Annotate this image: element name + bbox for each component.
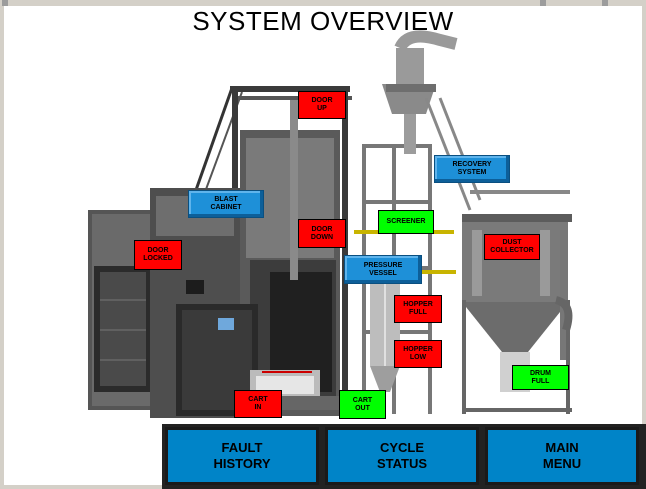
door-up-indicator: DOOR UP bbox=[298, 91, 346, 119]
fault-history-button[interactable]: FAULT HISTORY bbox=[165, 427, 319, 485]
window-top-border bbox=[0, 0, 646, 6]
door-down-indicator: DOOR DOWN bbox=[298, 219, 346, 248]
cart-in-indicator: CART IN bbox=[234, 390, 282, 418]
hopper-full-indicator: HOPPER FULL bbox=[394, 295, 442, 323]
cart-out-indicator: CART OUT bbox=[339, 390, 386, 419]
door-locked-indicator: DOOR LOCKED bbox=[134, 240, 182, 270]
main-menu-button[interactable]: MAIN MENU bbox=[485, 427, 639, 485]
screener-indicator: SCREENER bbox=[378, 210, 434, 234]
recovery-system-label[interactable]: RECOVERY SYSTEM bbox=[434, 155, 510, 183]
hopper-low-indicator: HOPPER LOW bbox=[394, 340, 442, 368]
pressure-vessel-label[interactable]: PRESSURE VESSEL bbox=[344, 255, 422, 284]
corner-mark-right bbox=[602, 0, 608, 6]
cycle-status-button[interactable]: CYCLE STATUS bbox=[325, 427, 479, 485]
blast-cabinet-label[interactable]: BLAST CABINET bbox=[188, 190, 264, 218]
page-title: SYSTEM OVERVIEW bbox=[192, 6, 454, 36]
window-left-border bbox=[0, 0, 4, 489]
corner-mark-left bbox=[2, 0, 8, 6]
drum-full-indicator: DRUM FULL bbox=[512, 365, 569, 390]
corner-mark-mid bbox=[540, 0, 546, 6]
dust-collector-indicator: DUST COLLECTOR bbox=[484, 234, 540, 260]
window-right-border bbox=[642, 0, 646, 489]
